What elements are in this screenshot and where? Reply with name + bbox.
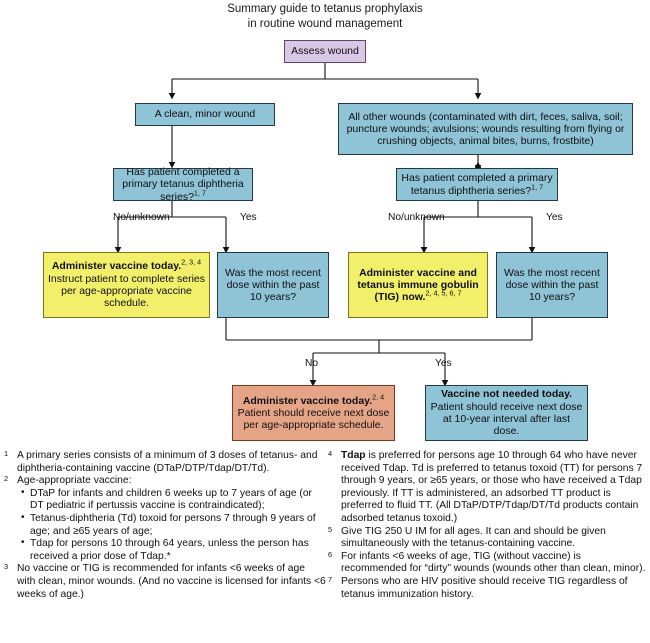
footnote-2-bullet-3: Tdap for persons 10 through 64 years, un… [21, 537, 326, 563]
footnote-ref-right-primary: 1, 7 [531, 182, 544, 191]
edge-label-left-yes: Yes [240, 212, 257, 223]
footnote-2-bullet-1: DTaP for infants and children 6 weeks up… [21, 487, 326, 513]
footnote-ref-admin-tig: 2, 4, 5, 6, 7 [425, 288, 462, 298]
footnote-1-text: A primary series consists of a minimum o… [17, 450, 318, 474]
footnote-4: 4 Tdap is preferred for persons age 10 t… [328, 449, 648, 526]
node-question-recent-dose-left-label: Was the most recent dose within the past… [225, 266, 321, 304]
node-question-recent-dose-left[interactable]: Was the most recent dose within the past… [217, 252, 329, 318]
edge-label-bottom-yes: Yes [435, 358, 452, 369]
edge-label-bottom-no: No [305, 358, 319, 369]
footnote-7-text: Persons who are HIV positive should rece… [341, 575, 628, 600]
footnote-3-marker: 3 [4, 562, 9, 572]
title-line-1: Summary guide to tetanus prophylaxis [227, 3, 423, 15]
footnote-3: 3 No vaccine or TIG is recommended for i… [4, 562, 326, 601]
edge-label-left-no-unknown: No/unknown [113, 212, 170, 223]
footnotes-left-column: 1 A primary series consists of a minimum… [4, 449, 326, 601]
node-question-primary-series-right[interactable]: Has patient completed a primary tetanus … [396, 168, 558, 201]
node-assess-wound-label: Assess wound [291, 45, 359, 58]
footnote-5-text: Give TIG 250 U IM for all ages. It can a… [341, 525, 606, 550]
node-all-other-wounds-label: All other wounds (contaminated with dirt… [346, 110, 625, 148]
page-title: Summary guide to tetanus prophylaxis in … [0, 2, 650, 31]
edge-label-right-no-unknown: No/unknown [388, 212, 445, 223]
node-administer-vaccine-left-heading: Administer vaccine today. [51, 260, 182, 273]
node-administer-vaccine-bottom-body: Patient should receive next dose per age… [237, 406, 390, 432]
node-clean-minor-wound[interactable]: A clean, minor wound [135, 103, 275, 126]
footnote-4-bold-lead: Tdap [341, 450, 366, 461]
footnote-5: 5 Give TIG 250 U IM for all ages. It can… [328, 524, 648, 551]
footnote-5-marker: 5 [328, 524, 333, 534]
footnote-1-marker: 1 [4, 449, 9, 458]
footnote-6: 6 For infants <6 weeks of age, TIG (with… [328, 549, 648, 576]
edge-label-right-yes: Yes [546, 212, 563, 223]
footnote-6-text: For infants <6 weeks of age, TIG (withou… [341, 550, 646, 575]
footnote-ref-admin-bottom: 2, 4 [372, 392, 385, 402]
node-question-primary-series-left-label: Has patient completed a primary tetanus … [122, 166, 244, 203]
footnote-2-bullet-2: Tetanus-diphtheria (Td) toxoid for perso… [21, 512, 326, 538]
footnote-1: 1 A primary series consists of a minimum… [4, 449, 326, 475]
node-administer-vaccine-left[interactable]: Administer vaccine today.2, 3, 4 Instruc… [43, 252, 210, 318]
footnote-2-marker: 2 [4, 474, 9, 484]
node-vaccine-not-needed-body: Patient should receive next dose at 10-y… [430, 400, 583, 438]
node-vaccine-not-needed[interactable]: Vaccine not needed today. Patient should… [425, 385, 588, 441]
node-vaccine-not-needed-heading: Vaccine not needed today. [440, 388, 573, 401]
footnote-7: 7 Persons who are HIV positive should re… [328, 574, 648, 601]
node-administer-vaccine-tig[interactable]: Administer vaccine and tetanus immune go… [348, 252, 488, 318]
node-administer-vaccine-bottom[interactable]: Administer vaccine today.2, 4 Patient sh… [232, 385, 395, 441]
footnote-ref-left-primary: 1, 7 [193, 188, 206, 198]
footnote-2-text: Age-appropriate vaccine: [17, 475, 132, 487]
node-question-primary-series-right-label: Has patient completed a primary tetanus … [401, 172, 553, 197]
node-question-primary-series-left[interactable]: Has patient completed a primary tetanus … [113, 166, 253, 203]
node-assess-wound[interactable]: Assess wound [284, 40, 366, 63]
footnotes: 1 A primary series consists of a minimum… [0, 449, 650, 643]
title-line-2: in routine wound management [247, 17, 403, 30]
footnote-4-text: is preferred for persons age 10 through … [341, 450, 643, 524]
footnote-2-bullets: DTaP for infants and children 6 weeks up… [17, 487, 326, 564]
footnote-6-marker: 6 [328, 549, 333, 559]
node-all-other-wounds[interactable]: All other wounds (contaminated with dirt… [338, 103, 633, 155]
node-administer-vaccine-bottom-heading: Administer vaccine today. [242, 394, 373, 407]
node-administer-vaccine-tig-heading: Administer vaccine and tetanus immune go… [357, 266, 479, 304]
footnote-7-marker: 7 [328, 574, 333, 584]
footnote-2: 2 Age-appropriate vaccine: DTaP for infa… [4, 474, 326, 564]
footnote-ref-admin-left: 2, 3, 4 [181, 257, 202, 267]
node-question-recent-dose-right[interactable]: Was the most recent dose within the past… [496, 252, 608, 318]
node-administer-vaccine-left-body: Instruct patient to complete series per … [48, 272, 205, 310]
footnote-3-text: No vaccine or TIG is recommended for inf… [17, 563, 326, 600]
node-question-recent-dose-right-label: Was the most recent dose within the past… [504, 266, 600, 304]
footnote-4-marker: 4 [328, 449, 333, 458]
node-clean-minor-wound-label: A clean, minor wound [154, 108, 256, 121]
footnotes-right-column: 4 Tdap is preferred for persons age 10 t… [328, 449, 648, 601]
